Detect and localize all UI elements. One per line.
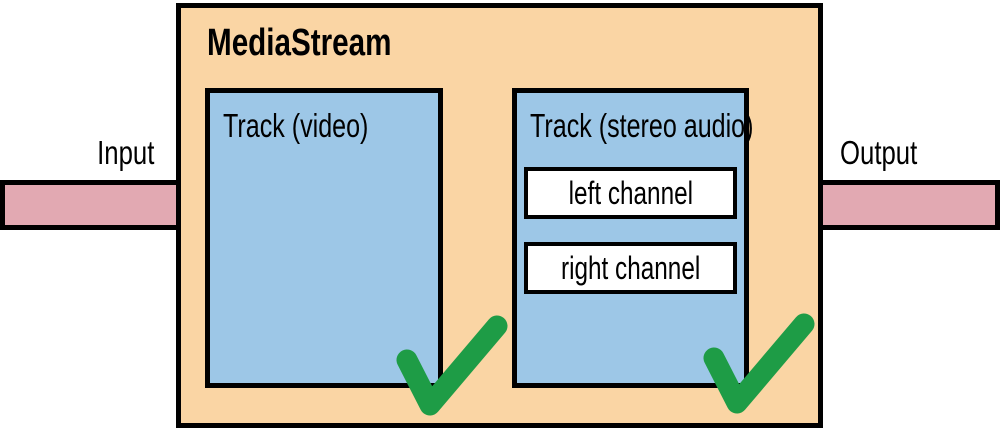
input-bar	[0, 180, 181, 230]
track-video-label: Track (video)	[223, 107, 414, 145]
checkmark-icon-audio	[703, 313, 815, 414]
input-label-text: Input	[96, 134, 154, 171]
mediastream-container: MediaStream Track (video) Track (stereo …	[176, 3, 823, 428]
input-label: Input	[0, 134, 154, 172]
left-channel-label: left channel	[568, 174, 693, 211]
track-video-box: Track (video)	[205, 88, 443, 388]
track-audio-box: Track (stereo audio) left channel right …	[512, 88, 753, 388]
track-video-label-text: Track (video)	[223, 107, 369, 144]
track-audio-label: Track (stereo audio)	[530, 107, 824, 145]
output-label-text: Output	[840, 134, 918, 171]
output-bar	[818, 180, 1000, 230]
mediastream-title: MediaStream	[207, 22, 444, 65]
left-channel-box: left channel	[524, 167, 737, 219]
right-channel-label: right channel	[560, 249, 701, 286]
output-label: Output	[840, 134, 939, 172]
mediastream-title-text: MediaStream	[207, 22, 392, 64]
right-channel-box: right channel	[524, 242, 737, 294]
checkmark-icon-video	[396, 315, 508, 416]
track-audio-label-text: Track (stereo audio)	[530, 107, 754, 144]
